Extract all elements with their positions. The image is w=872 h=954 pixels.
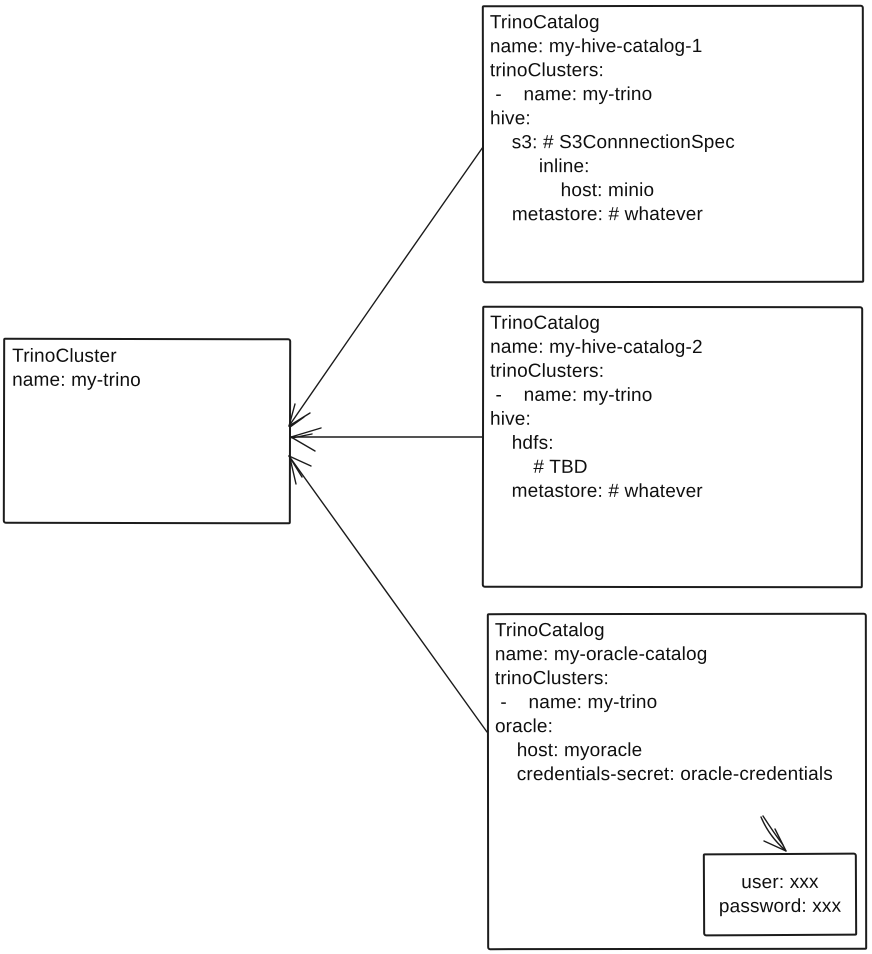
yaml-line: name: my-trino [12,369,141,391]
yaml-line: hive: [489,108,531,130]
yaml-line: TrinoCatalog [490,312,601,334]
arrowhead-catalog2 [290,436,316,452]
yaml-line: s3: # S3ConnnectionSpec [489,131,735,154]
trinocatalog-hive-1-body: TrinoCatalog name: my-hive-catalog-1 tri… [484,7,862,232]
yaml-line: hive: [490,408,531,430]
yaml-line: name: my-hive-catalog-2 [490,336,703,359]
arrowhead-catalog1 [288,412,311,427]
yaml-line: name: my-oracle-catalog [494,643,708,666]
yaml-line: - name: my-trino [489,84,653,106]
trinocatalog-hive-1-node: TrinoCatalog name: my-hive-catalog-1 tri… [481,4,865,284]
trinocatalog-hive-2-node: TrinoCatalog name: my-hive-catalog-2 tri… [481,305,864,589]
yaml-line: TrinoCatalog [494,620,605,642]
yaml-line: - name: my-trino [494,692,658,714]
yaml-line: trinoClusters: [494,668,609,690]
yaml-line: name: my-hive-catalog-1 [489,35,703,58]
trinocatalog-oracle-body: TrinoCatalog name: my-oracle-catalog tri… [489,615,865,791]
yaml-line: hdfs: [489,432,554,454]
edge-catalog1-to-cluster [288,146,484,427]
yaml-line: user: xxx [741,871,819,893]
yaml-line: trinoClusters: [490,360,605,382]
yaml-line: TrinoCatalog [489,12,600,34]
yaml-line: trinoClusters: [489,60,604,82]
arrowhead-catalog1 [289,416,305,428]
trinocatalog-hive-2-body: TrinoCatalog name: my-hive-catalog-2 tri… [484,308,861,509]
arrowhead-catalog2 [291,433,313,439]
yaml-line: credentials-secret: oracle-credentials [494,763,833,786]
arrowhead-catalog3 [288,455,312,467]
yaml-line: - name: my-trino [490,384,653,406]
yaml-line: TrinoCluster [12,345,117,367]
yaml-line: # TBD [489,456,588,478]
arrowhead-catalog2 [290,427,322,438]
yaml-line: oracle: [494,716,554,738]
trinocluster-body: TrinoCluster name: my-trino [5,340,289,399]
trinocluster-node: TrinoCluster name: my-trino [2,337,292,525]
oracle-credentials-secret-node: user: xxx password: xxx [702,852,858,937]
yaml-line: inline: [490,156,590,178]
yaml-line: host: minio [490,180,655,202]
yaml-line: host: myoracle [494,740,643,762]
edge-catalog3-to-cluster [288,455,488,733]
yaml-line: metastore: # whatever [490,203,703,226]
yaml-line: password: xxx [718,895,842,917]
yaml-line: metastore: # whatever [489,480,703,503]
